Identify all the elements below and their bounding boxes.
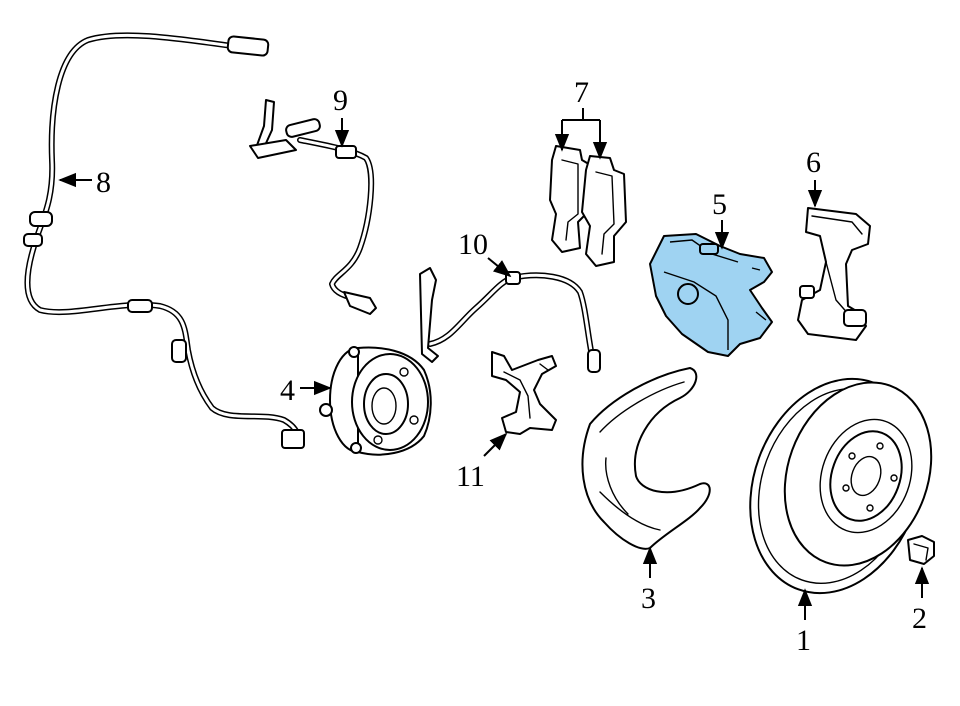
callout-10: 10 <box>458 228 488 261</box>
pad-wear-sensor[interactable] <box>249 99 377 315</box>
brake-pads[interactable] <box>549 145 627 267</box>
brake-rotor[interactable] <box>721 355 956 618</box>
callout-3: 3 <box>641 582 656 615</box>
wheel-hub[interactable] <box>319 346 432 456</box>
brake-caliper[interactable] <box>649 233 773 357</box>
dust-shield[interactable] <box>581 367 711 550</box>
caliper-bracket[interactable] <box>797 207 871 341</box>
callout-11: 11 <box>456 460 485 493</box>
callout-labels: 1 2 3 4 5 6 7 8 9 10 11 <box>96 76 927 657</box>
brake-hose[interactable] <box>419 267 601 373</box>
callout-5: 5 <box>712 188 727 221</box>
callout-8: 8 <box>96 166 111 199</box>
abs-sensor-cable[interactable] <box>23 32 305 449</box>
callout-2: 2 <box>912 602 927 635</box>
callout-4: 4 <box>280 374 295 407</box>
callout-1: 1 <box>796 624 811 657</box>
rotor-bolt[interactable] <box>907 535 935 565</box>
callout-6: 6 <box>806 146 821 179</box>
callout-9: 9 <box>333 84 348 117</box>
leader-lines <box>58 108 930 620</box>
callout-7: 7 <box>574 76 589 109</box>
mounting-bracket[interactable] <box>491 351 557 435</box>
